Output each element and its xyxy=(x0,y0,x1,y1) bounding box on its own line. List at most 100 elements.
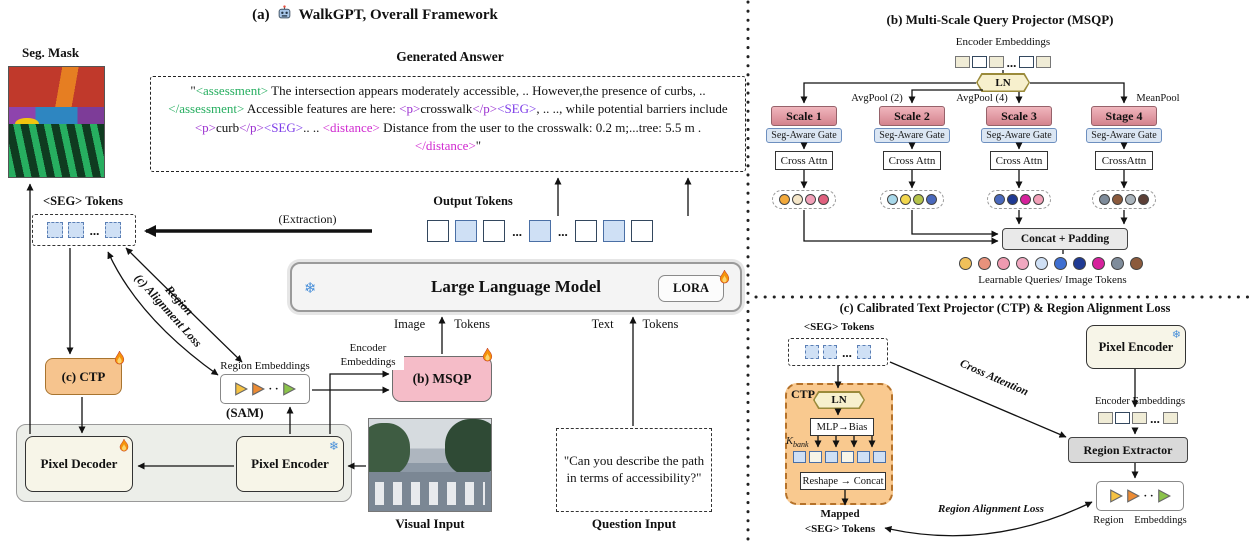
panel-a-title-prefix: (a) xyxy=(252,6,270,23)
seg-aware-gate-4: Seg-Aware Gate xyxy=(1086,128,1162,143)
image-tokens-label: Image Tokens xyxy=(393,317,491,331)
learnable-queries-label: Learnable Queries/ Image Tokens xyxy=(978,274,1127,286)
fire-icon xyxy=(719,269,730,284)
scale-box-1: Scale 1 xyxy=(771,106,837,126)
seg-mask-label: Seg. Mask xyxy=(22,45,80,60)
region-triangle-icon xyxy=(1127,489,1141,503)
region-alignment-rotated-label: Region (c) Alignment Loss xyxy=(109,239,236,375)
panel-a-title-text: WalkGPT, Overall Framework xyxy=(298,6,498,23)
output-tokens-label: Output Tokens xyxy=(433,194,513,208)
ln-node-b: LN xyxy=(976,73,1030,92)
pixel-encoder-label: Pixel Encoder xyxy=(251,455,329,471)
encoder-embeddings-row-c: ... xyxy=(1088,410,1188,426)
cross-attn-box-1: Cross Attn xyxy=(775,151,833,170)
encoder-embeddings-label-c: Encoder Embeddings xyxy=(1094,396,1186,407)
msqp-box: (b) MSQP xyxy=(392,347,493,402)
photo-crosswalk xyxy=(375,482,485,505)
seg-aware-gate-1: Seg-Aware Gate xyxy=(766,128,842,143)
cross-attn-box-4: CrossAttn xyxy=(1095,151,1153,170)
seg-aware-gate-2: Seg-Aware Gate xyxy=(874,128,950,143)
pool-label-avgpool2: AvgPool (2) xyxy=(845,93,909,104)
robot-icon xyxy=(277,5,292,25)
region-extractor-box: Region Extractor xyxy=(1068,437,1188,463)
concat-padding-box: Concat + Padding xyxy=(1002,228,1128,250)
seg-mask-buildings xyxy=(9,67,104,109)
photo-tree-left xyxy=(369,422,411,477)
seg-tokens-box-c: ... xyxy=(788,338,888,366)
llm-title: Large Language Model xyxy=(431,277,601,296)
mapped-label: Mapped xyxy=(820,508,860,520)
pool-label-meanpool: MeanPool xyxy=(1128,93,1188,104)
kbank-label: Kbank xyxy=(786,436,818,449)
seg-mask-crosswalk xyxy=(9,124,104,177)
panel-c-title: (c) Calibrated Text Projector (CTP) & Re… xyxy=(839,301,1171,315)
query-group-1 xyxy=(772,190,836,209)
fire-icon xyxy=(482,347,493,362)
fire-icon xyxy=(119,438,129,452)
seg-mask-image xyxy=(8,66,105,178)
region-embeddings-box-c: · · xyxy=(1096,481,1184,511)
scale-box-2: Scale 2 xyxy=(879,106,945,126)
seg-aware-gate-3: Seg-Aware Gate xyxy=(981,128,1057,143)
lora-label: LORA xyxy=(672,281,710,295)
ln-label-b: LN xyxy=(977,74,1029,91)
panel-b-title: (b) Multi-Scale Query Projector (MSQP) xyxy=(886,12,1114,27)
ctp-label: CTP xyxy=(791,387,815,401)
seg-tokens-box: ... xyxy=(32,214,136,246)
kbank-sub: bank xyxy=(793,440,809,450)
output-tokens-row: ...... xyxy=(374,216,706,246)
reshape-concat-box: Reshape → Concat xyxy=(800,472,886,490)
pixel-encoder-box-c: Pixel Encoder ❄ xyxy=(1086,325,1186,369)
visual-input-photo xyxy=(368,418,492,512)
region-triangle-icon xyxy=(1157,489,1171,503)
generated-answer-text: "<assessment> The intersection appears m… xyxy=(168,83,728,154)
learnable-queries-row xyxy=(956,256,1146,270)
generated-answer-title: Generated Answer xyxy=(396,49,504,64)
panel-a-title: (a) WalkGPT, Overall Framework xyxy=(150,5,600,25)
question-box: "Can you describe the path in terms of a… xyxy=(556,428,712,512)
encoder-embeddings-label-a: Encoder Embeddings xyxy=(332,342,404,370)
ln-node-c: LN xyxy=(813,391,865,409)
kbank-main: K xyxy=(786,436,794,447)
region-embeddings-box-a: · · xyxy=(220,374,310,404)
region-alignment-loss-label: Region Alignment Loss xyxy=(938,503,1044,515)
region-embeddings-label-c: Region Embeddings xyxy=(1093,515,1187,526)
text-tokens-label: Text Tokens xyxy=(591,317,679,331)
mapped-seg-tokens-label: <SEG> Tokens xyxy=(804,523,876,535)
kbank-row xyxy=(790,450,888,463)
region-triangle-icon xyxy=(235,382,249,396)
generated-answer-box: "<assessment> The intersection appears m… xyxy=(150,76,746,172)
llm-box: ❄ Large Language Model LORA xyxy=(290,262,742,312)
cross-attn-box-3: Cross Attn xyxy=(990,151,1048,170)
alignment-loss-line: (c) Alignment Loss xyxy=(131,270,205,350)
cross-attn-box-2: Cross Attn xyxy=(883,151,941,170)
pixel-decoder-box: Pixel Decoder xyxy=(25,436,133,492)
pixel-encoder-box: Pixel Encoder ❄ xyxy=(236,436,344,492)
cross-attention-label: Cross Attention xyxy=(958,357,1030,399)
snowflake-icon: ❄ xyxy=(1171,328,1181,341)
seg-tokens-label: <SEG> Tokens xyxy=(43,194,123,208)
query-group-2 xyxy=(880,190,944,209)
fire-icon xyxy=(114,350,125,365)
ctp-box-a: (c) CTP xyxy=(45,350,125,395)
region-triangle-icon xyxy=(282,382,296,396)
ctp-label-a: (c) CTP xyxy=(61,368,106,384)
region-embeddings-label-a: Region Embeddings xyxy=(220,360,310,372)
msqp-label: (b) MSQP xyxy=(412,371,472,386)
mlp-bias-box: MLP→Bias xyxy=(810,418,874,436)
visual-input-label: Visual Input xyxy=(395,516,465,531)
pixel-encoder-label-c: Pixel Encoder xyxy=(1098,339,1174,354)
encoder-embeddings-label-b: Encoder Embeddings xyxy=(955,36,1051,48)
region-triangle-icon xyxy=(1110,489,1124,503)
region-line: Region xyxy=(162,282,197,319)
pixel-decoder-label: Pixel Decoder xyxy=(40,455,118,471)
snowflake-icon: ❄ xyxy=(304,279,317,297)
scale-box-3: Scale 3 xyxy=(986,106,1052,126)
extraction-label: (Extraction) xyxy=(260,212,355,227)
query-group-3 xyxy=(987,190,1051,209)
snowflake-icon: ❄ xyxy=(328,439,339,453)
encoder-embeddings-row-b: ... xyxy=(944,54,1062,70)
seg-tokens-label-c: <SEG> Tokens xyxy=(803,321,875,333)
ln-label-c: LN xyxy=(814,392,864,408)
